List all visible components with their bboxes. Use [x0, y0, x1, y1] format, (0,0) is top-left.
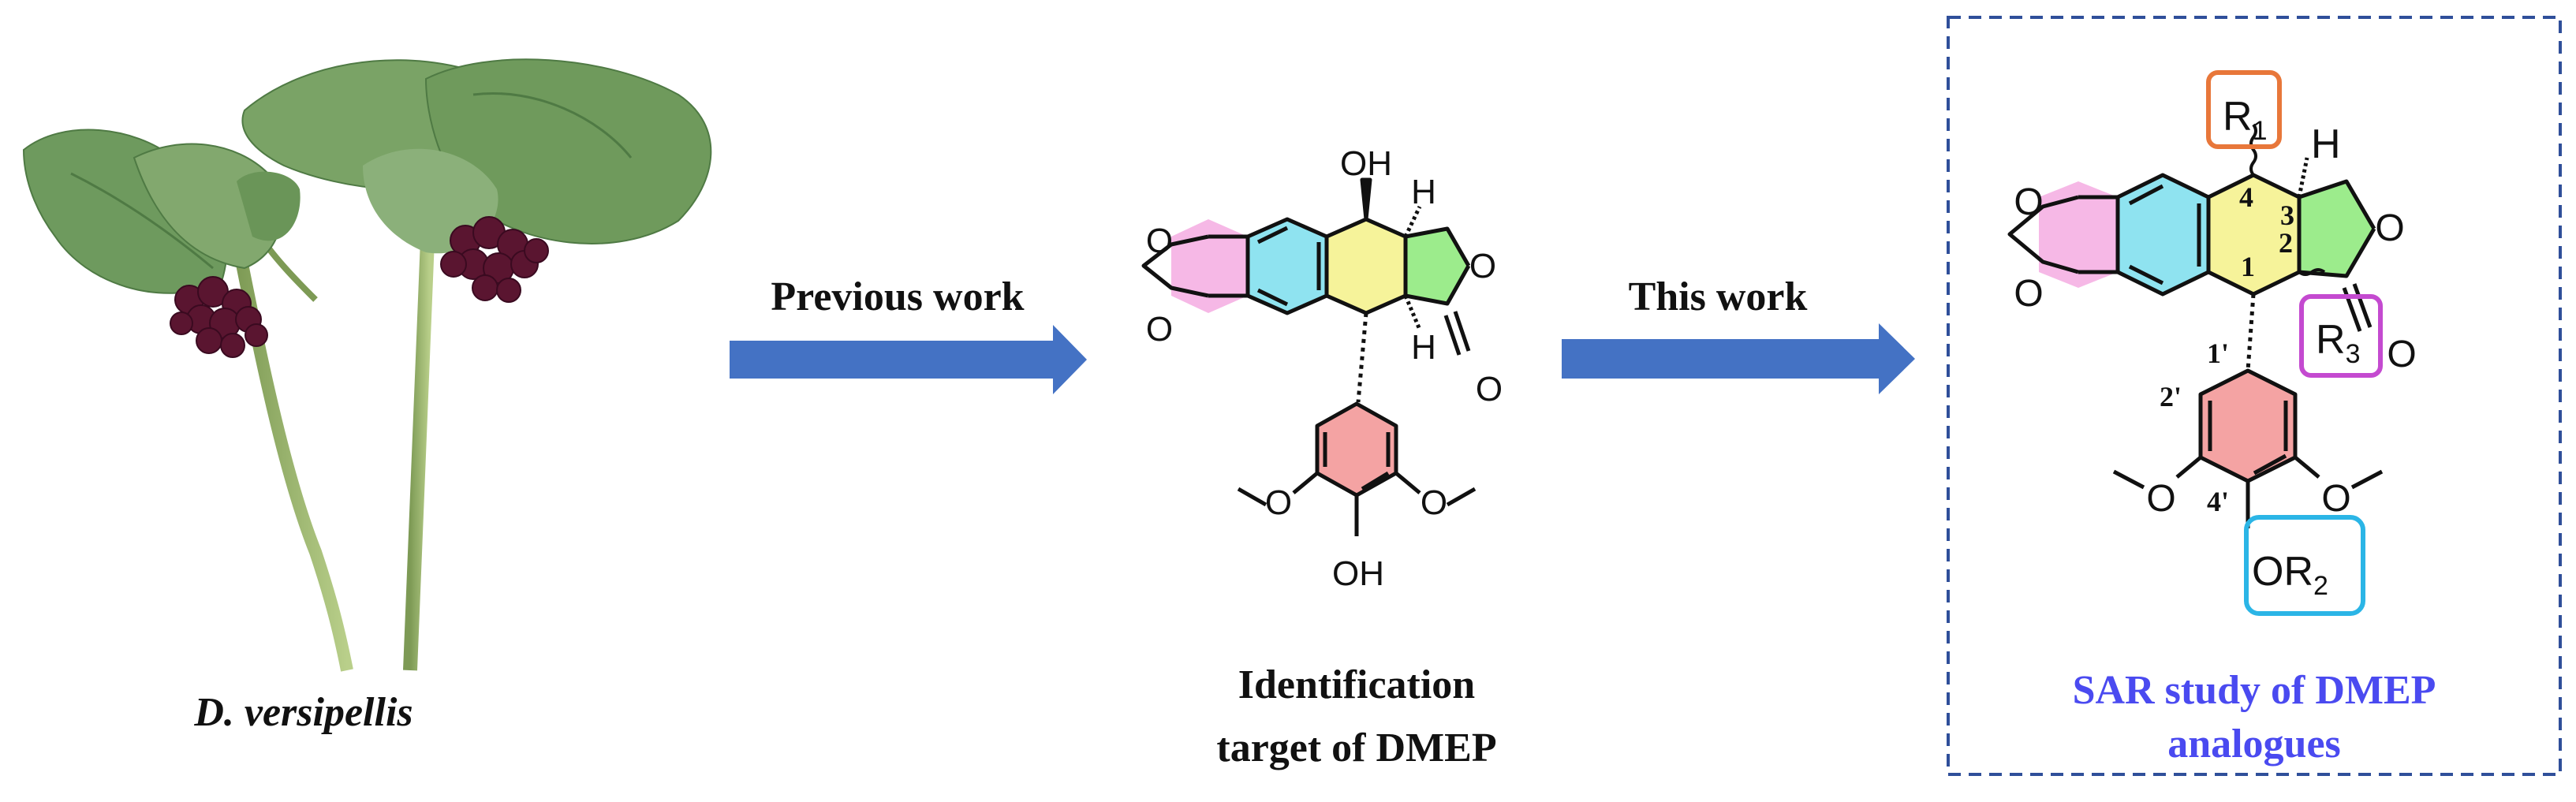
- atom-o-methoxy-right: O: [1421, 483, 1447, 522]
- atom-o-dioxole-1: O: [1146, 222, 1173, 260]
- atom-o-methoxy-left: O: [1265, 483, 1292, 522]
- locant-4: 4: [2239, 181, 2253, 213]
- molecule-dmep: [1141, 177, 1477, 536]
- arrow-this-work: [1562, 323, 1915, 394]
- sar-atom-o-carbonyl: O: [2387, 334, 2416, 375]
- middle-caption-line1: Identification: [1238, 662, 1476, 707]
- r3-highlight-box: [2299, 294, 2383, 378]
- atom-o-ring: O: [1469, 247, 1496, 285]
- atom-o-dioxole-2: O: [1146, 310, 1173, 349]
- or2-label: OR2: [2252, 549, 2328, 601]
- locant-2: 2: [2279, 227, 2293, 259]
- locant-2-prime: 2': [2160, 381, 2182, 412]
- atom-h-top: H: [1411, 173, 1436, 211]
- r3-label: R3: [2316, 317, 2360, 369]
- molecule-dmep-atoms: OH H H O O O O O O OH: [1146, 144, 1503, 593]
- locant-4-prime: 4': [2207, 486, 2229, 517]
- arrow-label-previous: Previous work: [771, 274, 1024, 319]
- atom-h-bottom: H: [1411, 328, 1436, 367]
- r2-highlight-box: [2244, 515, 2365, 616]
- locant-3: 3: [2280, 200, 2294, 231]
- plant-illustration: [22, 58, 712, 672]
- sar-atom-o-ring: O: [2375, 207, 2404, 249]
- atom-oh-bottom: OH: [1332, 554, 1384, 593]
- locant-1: 1: [2241, 251, 2255, 282]
- sar-atom-o-dioxole-2: O: [2014, 273, 2043, 315]
- atom-oh-top: OH: [1340, 144, 1392, 183]
- sar-dashed-box: [1947, 16, 2562, 776]
- sar-substituents: R1 H R3 OR2: [2223, 94, 2360, 601]
- plant-caption: D. versipellis: [193, 690, 413, 735]
- locant-1-prime: 1': [2207, 338, 2229, 369]
- sar-atom-o-methoxy-right: O: [2321, 478, 2350, 520]
- sar-atom-o-dioxole-1: O: [2014, 181, 2043, 223]
- middle-caption-line2: target of DMEP: [1216, 726, 1496, 770]
- sar-caption-line2: analogues: [2167, 722, 2341, 767]
- h-label: H: [2311, 121, 2341, 167]
- atom-o-carbonyl: O: [1476, 370, 1503, 408]
- arrow-label-this: This work: [1629, 274, 1808, 319]
- arrow-previous-work: [730, 325, 1087, 394]
- r1-highlight-box: [2206, 70, 2282, 149]
- r1-label: R1: [2223, 94, 2267, 146]
- sar-numbering: 1 2 3 4 1' 2' 4': [2160, 181, 2294, 517]
- sar-atom-o-methoxy-left: O: [2146, 478, 2175, 520]
- molecule-sar-scaffold: [2007, 123, 2384, 528]
- sar-caption-line1: SAR study of DMEP: [2073, 668, 2436, 713]
- sar-atoms: O O O O O O: [2014, 181, 2416, 520]
